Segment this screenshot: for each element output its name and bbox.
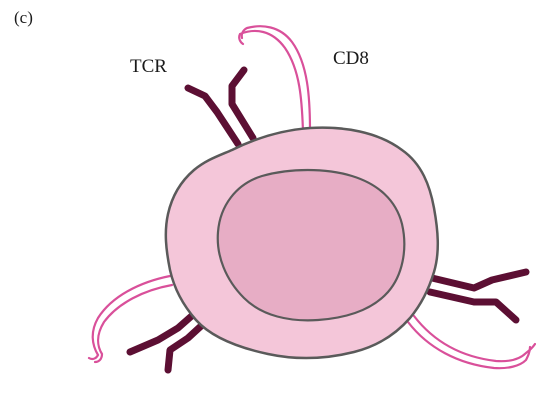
tcr-receptor-right <box>430 272 526 320</box>
nucleus-icon <box>218 170 405 320</box>
tcr-receptor-top <box>188 70 253 144</box>
cd8-label: CD8 <box>333 48 369 70</box>
cd8-coreceptor-top <box>239 26 310 132</box>
cd8-coreceptor-right <box>408 316 535 368</box>
panel-label: (c) <box>14 8 33 28</box>
tcr-label: TCR <box>130 56 167 78</box>
